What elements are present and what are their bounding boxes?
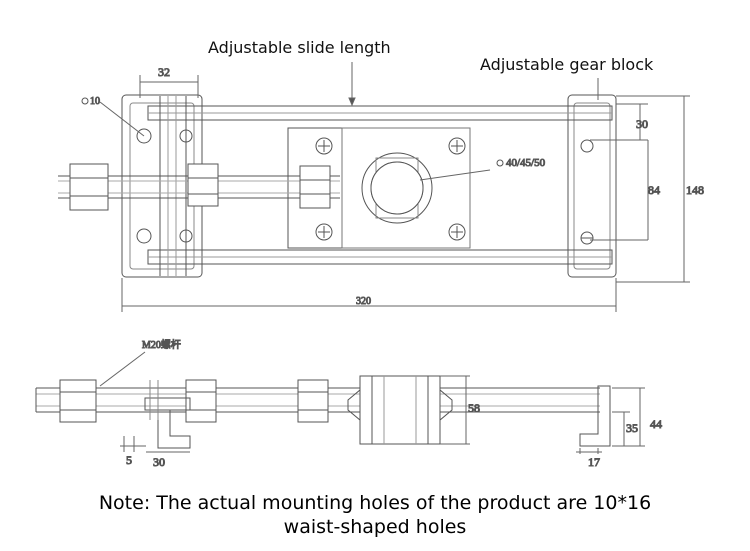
diameter-symbol-icon	[81, 97, 89, 105]
side-view	[35, 351, 645, 454]
screw-label: M20螺杆	[142, 339, 181, 351]
callout-slide-length: Adjustable slide length	[208, 38, 391, 57]
dim-5: 5	[126, 453, 132, 467]
top-view	[58, 62, 690, 312]
dim-17: 17	[588, 455, 600, 469]
side-view-dimensions	[99, 351, 645, 454]
dim-58: 58	[468, 401, 480, 415]
screw-rod-top	[58, 163, 340, 211]
slide-block-bolts	[315, 137, 466, 241]
dim-32: 32	[158, 65, 170, 79]
left-plate-holes	[136, 128, 193, 244]
dim-bore: 40/45/50	[506, 157, 546, 169]
diameter-symbol-icon	[496, 159, 504, 167]
note-line-2: waist-shaped holes	[283, 516, 467, 538]
dim-35: 35	[626, 421, 638, 435]
dim-30-top: 30	[636, 117, 648, 131]
dim-hole-10: 10	[90, 96, 100, 107]
dim-84: 84	[648, 183, 660, 197]
right-bracket	[579, 385, 611, 447]
right-plate-holes	[580, 139, 594, 245]
left-bracket	[144, 397, 191, 411]
dim-30-bottom: 30	[153, 455, 165, 469]
dim-320: 320	[356, 296, 371, 307]
dim-44: 44	[650, 417, 662, 431]
dim-148: 148	[686, 183, 704, 197]
slide-housing	[359, 375, 441, 445]
top-view-dimensions	[99, 62, 690, 312]
bearing-bore	[361, 152, 433, 224]
note-line-1: Note: The actual mounting holes of the p…	[98, 492, 652, 514]
right-end-plate	[567, 94, 617, 278]
callout-gear-block: Adjustable gear block	[480, 55, 654, 74]
